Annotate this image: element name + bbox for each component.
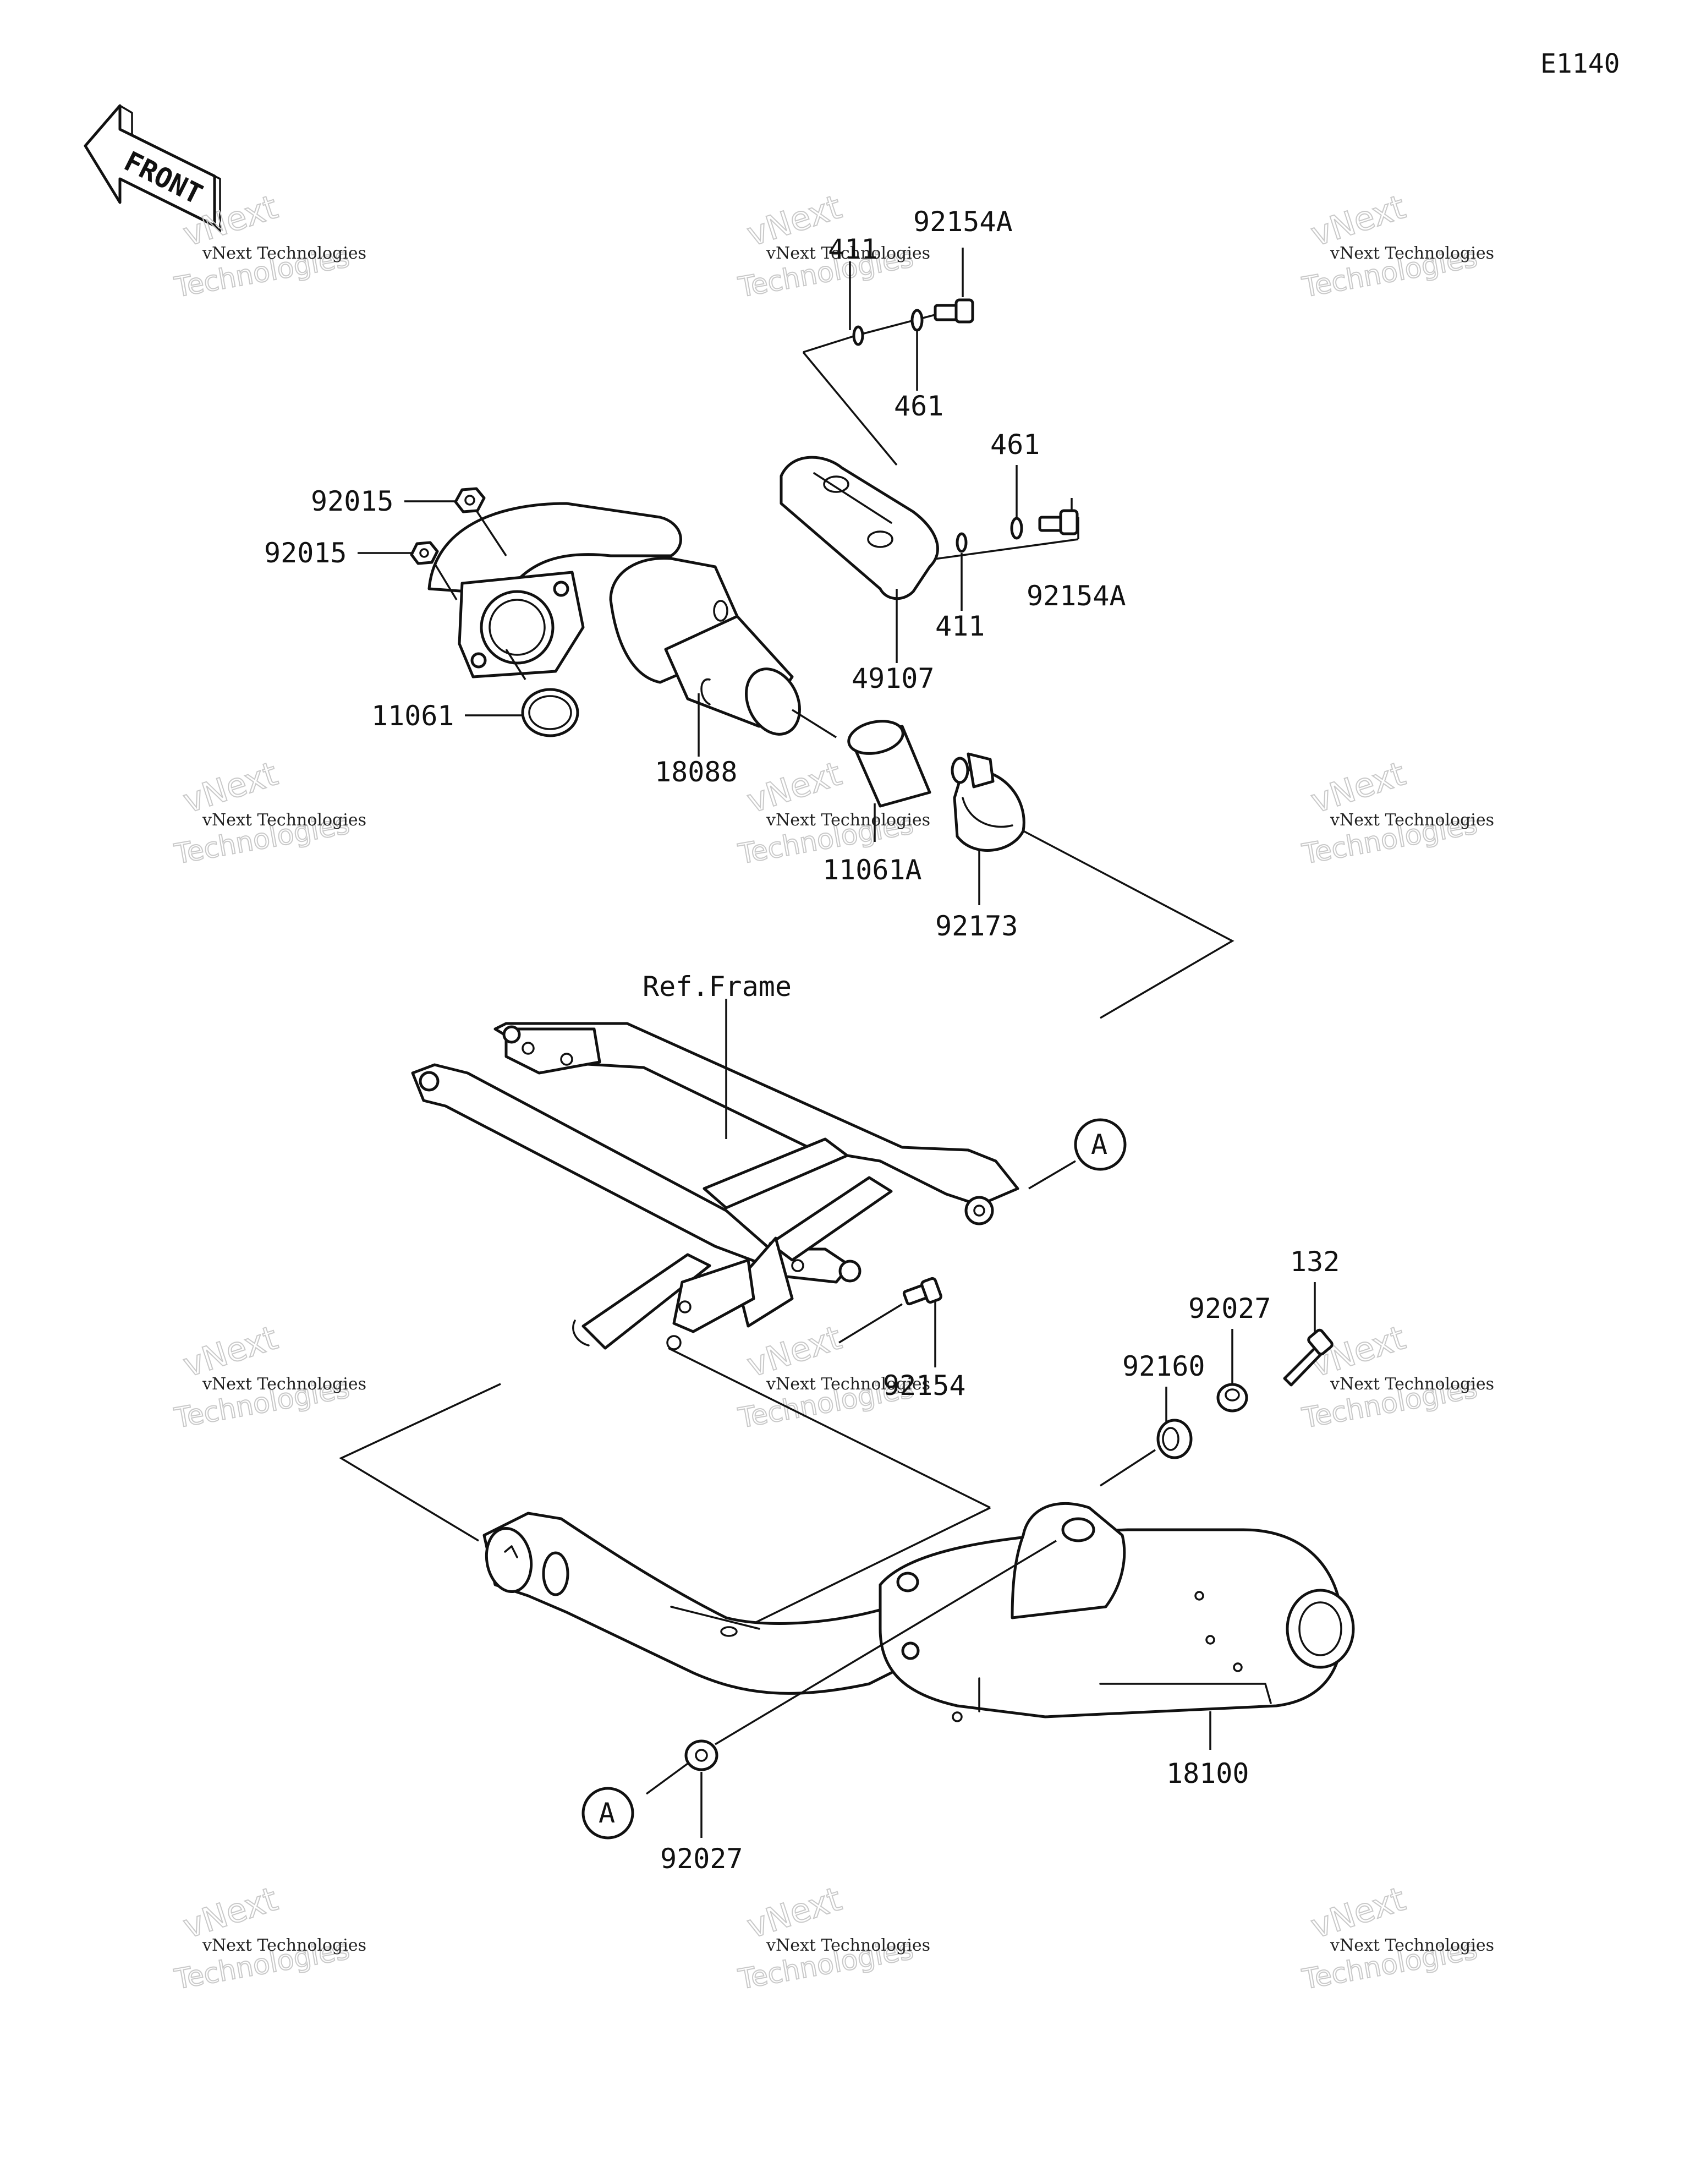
label-11061: 11061	[371, 700, 454, 732]
svg-text:vNext Technologies: vNext Technologies	[1330, 1375, 1494, 1394]
svg-text:vNext Technologies: vNext Technologies	[202, 811, 366, 830]
svg-text:vNext Technologies: vNext Technologies	[202, 244, 366, 263]
gasket-11061	[465, 649, 579, 737]
nut-92015-a	[404, 487, 507, 556]
label-92027-bottom: 92027	[660, 1843, 743, 1875]
heat-shield-hardware-top	[802, 248, 974, 466]
watermark-7: vNext Technologies vNext Technologies	[171, 1318, 366, 1435]
diagram-code: E1140	[1540, 48, 1620, 79]
label-461-right: 461	[990, 429, 1040, 461]
bolt-92154A-top	[934, 298, 974, 324]
watermark-4: vNext Technologies vNext Technologies	[171, 754, 366, 871]
callout-a-frame: A	[1074, 1118, 1127, 1171]
collar-92027-top	[1216, 1329, 1248, 1413]
watermark-10: vNext Technologies vNext Technologies	[171, 1879, 366, 1996]
gasket-11061A	[847, 720, 931, 842]
label-92015-a: 92015	[311, 485, 394, 517]
bolt-92154A-right	[1038, 509, 1079, 535]
callout-a-muffler: A	[581, 1787, 634, 1840]
label-92154A-right: 92154A	[1027, 580, 1126, 612]
label-132: 132	[1290, 1246, 1340, 1278]
ref-frame-label: Ref.Frame	[643, 971, 792, 1003]
label-92154A-top: 92154A	[913, 206, 1013, 238]
label-411-right: 411	[935, 610, 985, 642]
heat-shield-49107	[780, 456, 939, 663]
watermark-3: vNext Technologies vNext Technologies	[1299, 187, 1494, 304]
bolt-132	[1283, 1282, 1334, 1387]
watermark-grid: vNext Technologies vNext Technologies vN…	[171, 187, 1494, 1996]
label-18088: 18088	[655, 756, 738, 788]
svg-text:vNext Technologies: vNext Technologies	[1330, 811, 1494, 830]
watermark-11: vNext Technologies vNext Technologies	[735, 1879, 930, 1996]
watermark-9: vNext Technologies vNext Technologies	[1299, 1318, 1494, 1435]
grommet-92160	[1100, 1387, 1193, 1487]
label-18100: 18100	[1166, 1758, 1249, 1789]
bolt-92154	[838, 1277, 942, 1367]
svg-text:vNext Technologies: vNext Technologies	[766, 1936, 930, 1955]
muffler-18100	[482, 1502, 1355, 1750]
label-411-top: 411	[828, 233, 877, 265]
svg-text:vNext Technologies: vNext Technologies	[1330, 1936, 1494, 1955]
watermark-12: vNext Technologies vNext Technologies	[1299, 1879, 1494, 1996]
nut-92015-b	[358, 541, 458, 600]
label-461-top: 461	[894, 390, 943, 422]
frame-to-muffler-leader	[339, 1383, 501, 1542]
washer-92027-bottom	[645, 1540, 1057, 1838]
svg-text:A: A	[1091, 1129, 1107, 1161]
svg-text:A: A	[599, 1797, 615, 1829]
label-92027-top: 92027	[1188, 1293, 1271, 1324]
clamp-92173	[951, 752, 1234, 1019]
svg-text:vNext Technologies: vNext Technologies	[766, 244, 930, 263]
part-labels: 92154A 411 461 461 92154A 411 49107 9201…	[264, 206, 1340, 1875]
svg-text:vNext Technologies: vNext Technologies	[202, 1936, 366, 1955]
svg-text:vNext Technologies: vNext Technologies	[1330, 244, 1494, 263]
label-92154: 92154	[883, 1370, 966, 1402]
label-92160: 92160	[1122, 1350, 1205, 1382]
label-49107: 49107	[852, 663, 935, 694]
label-92173: 92173	[935, 910, 1018, 942]
label-11061A: 11061A	[822, 854, 922, 886]
watermark-6: vNext Technologies vNext Technologies	[1299, 754, 1494, 871]
svg-text:vNext Technologies: vNext Technologies	[202, 1375, 366, 1394]
header-pipe-18088	[427, 502, 837, 757]
label-92015-b: 92015	[264, 537, 347, 569]
svg-text:vNext Technologies: vNext Technologies	[766, 1375, 930, 1394]
svg-text:vNext Technologies: vNext Technologies	[766, 811, 930, 830]
rear-frame-reference	[411, 999, 1076, 1627]
